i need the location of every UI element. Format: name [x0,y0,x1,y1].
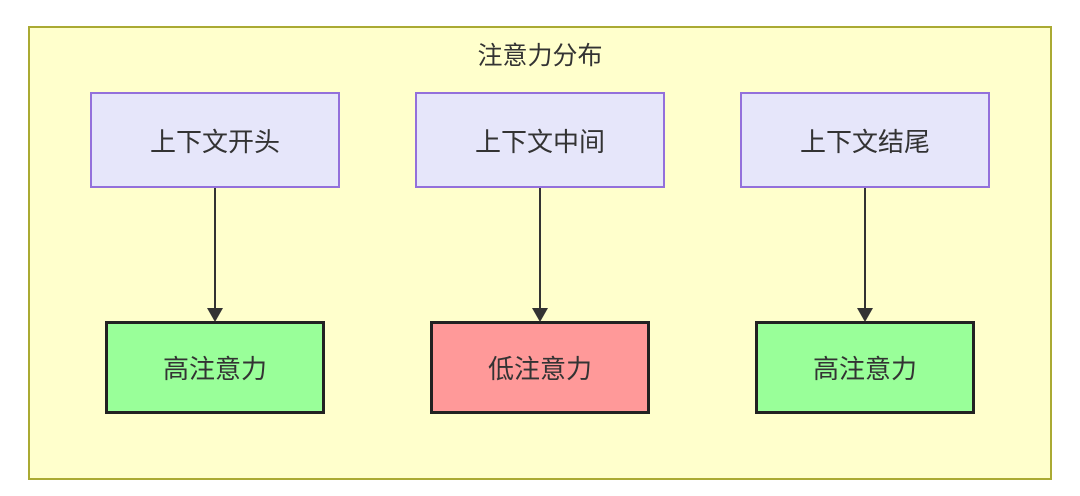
node-context-middle: 上下文中间 [415,92,665,188]
arrowhead-icon [857,308,873,322]
arrow-shaft [539,188,541,312]
arrowhead-icon [207,308,223,322]
node-attention-level-end: 高注意力 [755,321,975,414]
arrow-down-connector [207,188,223,322]
node-attention-level-middle: 低注意力 [430,321,650,414]
diagram-title: 注意力分布 [477,42,603,70]
node-attention-level-start: 高注意力 [105,321,325,414]
attention-distribution-container: 注意力分布 上下文开头 高注意力 上下文中间 低注意力 上下文结尾 [28,26,1052,480]
node-context-start: 上下文开头 [90,92,340,188]
arrow-down-connector [532,188,548,322]
diagram-columns: 上下文开头 高注意力 上下文中间 低注意力 上下文结尾 [30,92,1050,414]
arrowhead-icon [532,308,548,322]
arrow-shaft [864,188,866,312]
arrow-down-connector [857,188,873,322]
arrow-shaft [214,188,216,312]
column-context-end: 上下文结尾 高注意力 [725,92,1005,414]
column-context-start: 上下文开头 高注意力 [75,92,355,414]
column-context-middle: 上下文中间 低注意力 [400,92,680,414]
node-context-end: 上下文结尾 [740,92,990,188]
